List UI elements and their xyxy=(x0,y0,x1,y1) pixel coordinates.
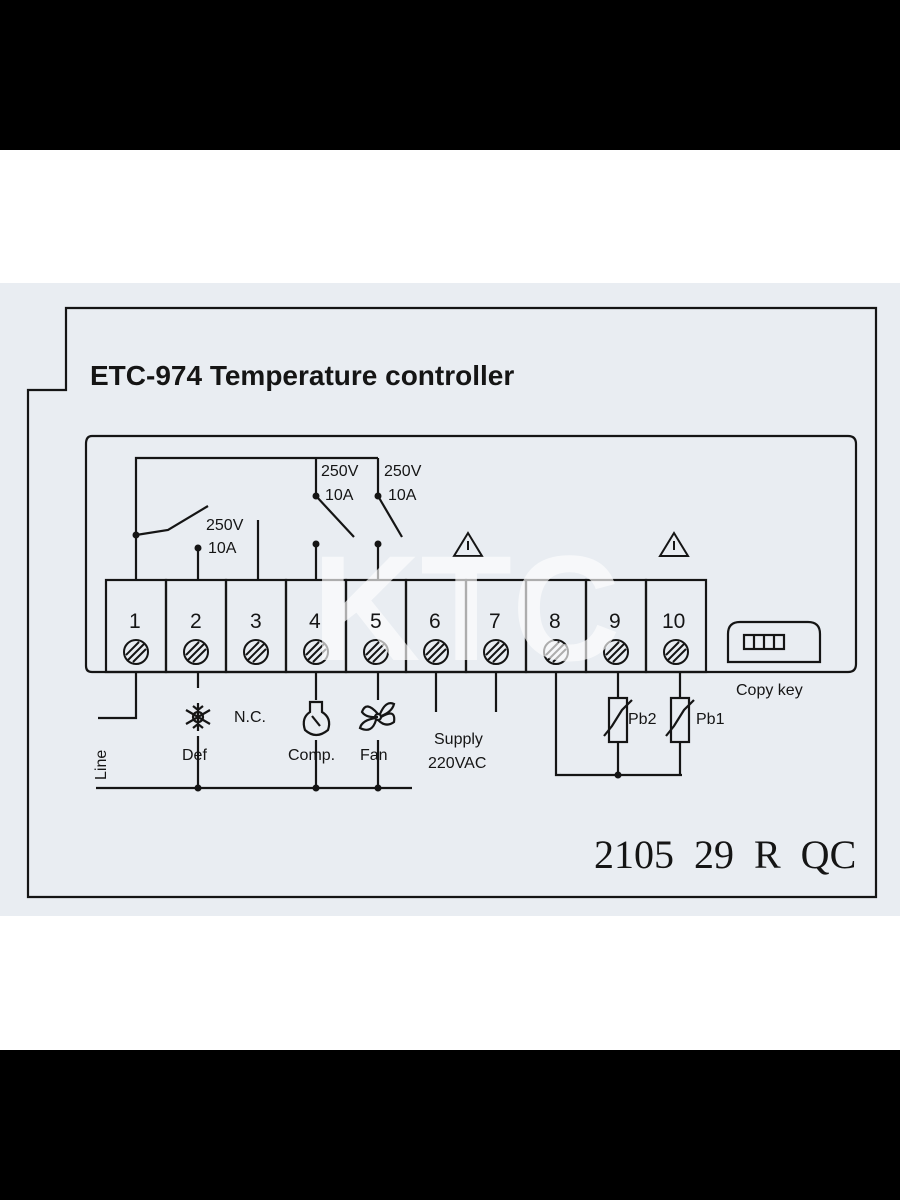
screw-icon xyxy=(483,639,509,665)
relay-comp-voltage: 250V xyxy=(321,463,359,480)
screw-icon xyxy=(363,639,389,665)
terminal-number: 5 xyxy=(370,610,382,633)
terminal-number: 2 xyxy=(190,610,202,633)
def-label: Def xyxy=(182,747,207,764)
pb2-label: Pb2 xyxy=(628,711,657,728)
copy-key-port-icon xyxy=(726,620,822,664)
diagram-title: ETC-974 Temperature controller xyxy=(90,360,514,391)
screw-icon xyxy=(423,639,449,665)
screw-icon xyxy=(183,639,209,665)
thermistor-icon xyxy=(603,696,633,744)
terminal-number: 1 xyxy=(129,610,141,633)
warning-triangle-icon xyxy=(452,531,484,557)
compressor-icon xyxy=(302,700,331,737)
supply-leads xyxy=(434,672,498,712)
pb1-label: Pb1 xyxy=(696,711,725,728)
screw-icon xyxy=(603,639,629,665)
screw-icon xyxy=(243,639,269,665)
relay-def-voltage: 250V xyxy=(206,517,244,534)
supply-voltage-label: 220VAC xyxy=(428,755,486,772)
controller-housing xyxy=(84,434,858,674)
serial-code: 2105 29 R QC xyxy=(594,832,856,877)
terminal-number: 7 xyxy=(489,610,501,633)
diagram-label xyxy=(0,283,900,916)
fan-icon xyxy=(358,702,396,731)
relay-fan-current: 10A xyxy=(388,487,417,504)
relay-comp-current: 10A xyxy=(325,487,354,504)
line-wire xyxy=(98,672,138,720)
screw-icon xyxy=(303,639,329,665)
label-border xyxy=(26,306,878,899)
screw-icon xyxy=(123,639,149,665)
nc-label: N.C. xyxy=(234,709,266,726)
warning-triangle-icon xyxy=(658,531,690,557)
screw-icon xyxy=(543,639,569,665)
supply-label: Supply xyxy=(434,731,483,748)
load-returns xyxy=(196,736,380,788)
terminal-number: 4 xyxy=(309,610,321,633)
thermistor-icon xyxy=(665,696,695,744)
terminal-number: 9 xyxy=(609,610,621,633)
terminal-number: 6 xyxy=(429,610,441,633)
relay-def-contact xyxy=(135,505,209,537)
snowflake-icon xyxy=(185,703,211,731)
terminal-number: 8 xyxy=(549,610,561,633)
screw-icon xyxy=(663,639,689,665)
line-label: Line xyxy=(93,750,110,780)
relay-fan-voltage: 250V xyxy=(384,463,422,480)
watermark: KTC xyxy=(312,524,620,692)
common-bus xyxy=(134,456,378,580)
load-feeds xyxy=(196,672,380,700)
probe-wiring xyxy=(554,672,682,777)
fan-label: Fan xyxy=(360,747,388,764)
screw-terminals xyxy=(123,639,689,665)
terminal-number: 10 xyxy=(662,610,685,633)
relay-def-current: 10A xyxy=(208,540,237,557)
copy-key-label: Copy key xyxy=(736,682,803,699)
comp-label: Comp. xyxy=(288,747,335,764)
terminal-number: 3 xyxy=(250,610,262,633)
terminal-numbers: 1 2 3 4 5 6 7 8 9 10 xyxy=(129,610,685,633)
